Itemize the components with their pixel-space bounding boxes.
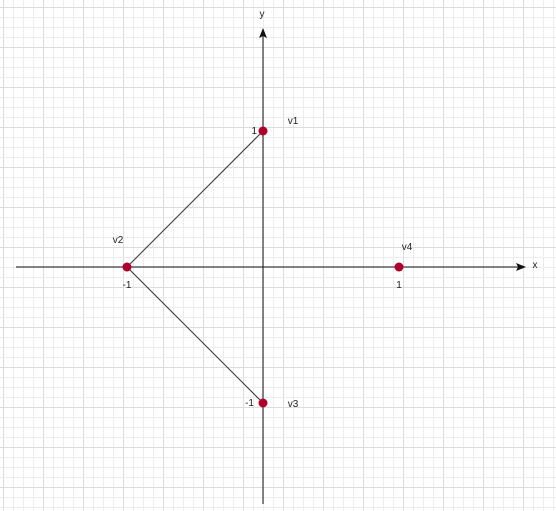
x-axis-arrowhead xyxy=(516,263,526,271)
edge-v1-v2 xyxy=(126,130,264,268)
edges-layer xyxy=(126,130,264,404)
vertex-label-v3: v3 xyxy=(288,399,299,410)
y-axis-label: y xyxy=(260,9,265,20)
x-axis-label: x xyxy=(533,260,538,271)
vertices-layer: v1 v2 v3 v4 xyxy=(113,116,413,410)
edge-v2-v3 xyxy=(126,266,264,404)
vertex-v2[interactable] xyxy=(122,262,132,272)
axes-layer: x y -1 1 1 -1 xyxy=(16,9,538,504)
x-tick-label: -1 xyxy=(123,280,132,291)
y-axis-arrowhead xyxy=(259,28,267,38)
y-tick-label: 1 xyxy=(251,126,257,137)
vertex-v1[interactable] xyxy=(258,126,268,136)
y-tick-label: -1 xyxy=(245,398,254,409)
vertex-v3[interactable] xyxy=(258,398,268,408)
vertex-v4[interactable] xyxy=(394,262,404,272)
vertex-label-v1: v1 xyxy=(288,116,299,127)
vertex-label-v4: v4 xyxy=(402,242,413,253)
vertex-label-v2: v2 xyxy=(113,235,124,246)
x-tick-label: 1 xyxy=(396,280,402,291)
